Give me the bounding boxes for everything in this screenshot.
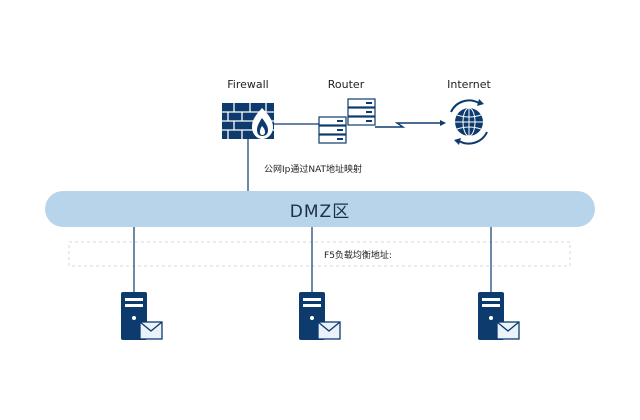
server-mail-icon: [299, 292, 341, 340]
f5-note: F5负载均衡地址:: [324, 251, 392, 261]
nat-note: 公网Ip通过NAT地址映射: [263, 165, 363, 175]
router-internet-link: [375, 122, 440, 128]
server-mail-icon: [478, 292, 520, 340]
firewall-icon: [222, 103, 274, 139]
lightning-arrow: [440, 120, 446, 126]
firewall-label: Firewall: [227, 78, 269, 91]
dmz-bar: [45, 191, 595, 227]
router-label: Router: [327, 78, 365, 91]
globe-icon: [450, 99, 488, 145]
dmz-label: DMZ区: [289, 201, 351, 222]
router-icon: [318, 98, 376, 144]
server-mail-icon: [121, 292, 163, 340]
f5-zone-box: [68, 241, 571, 267]
internet-label: Internet: [447, 78, 491, 91]
